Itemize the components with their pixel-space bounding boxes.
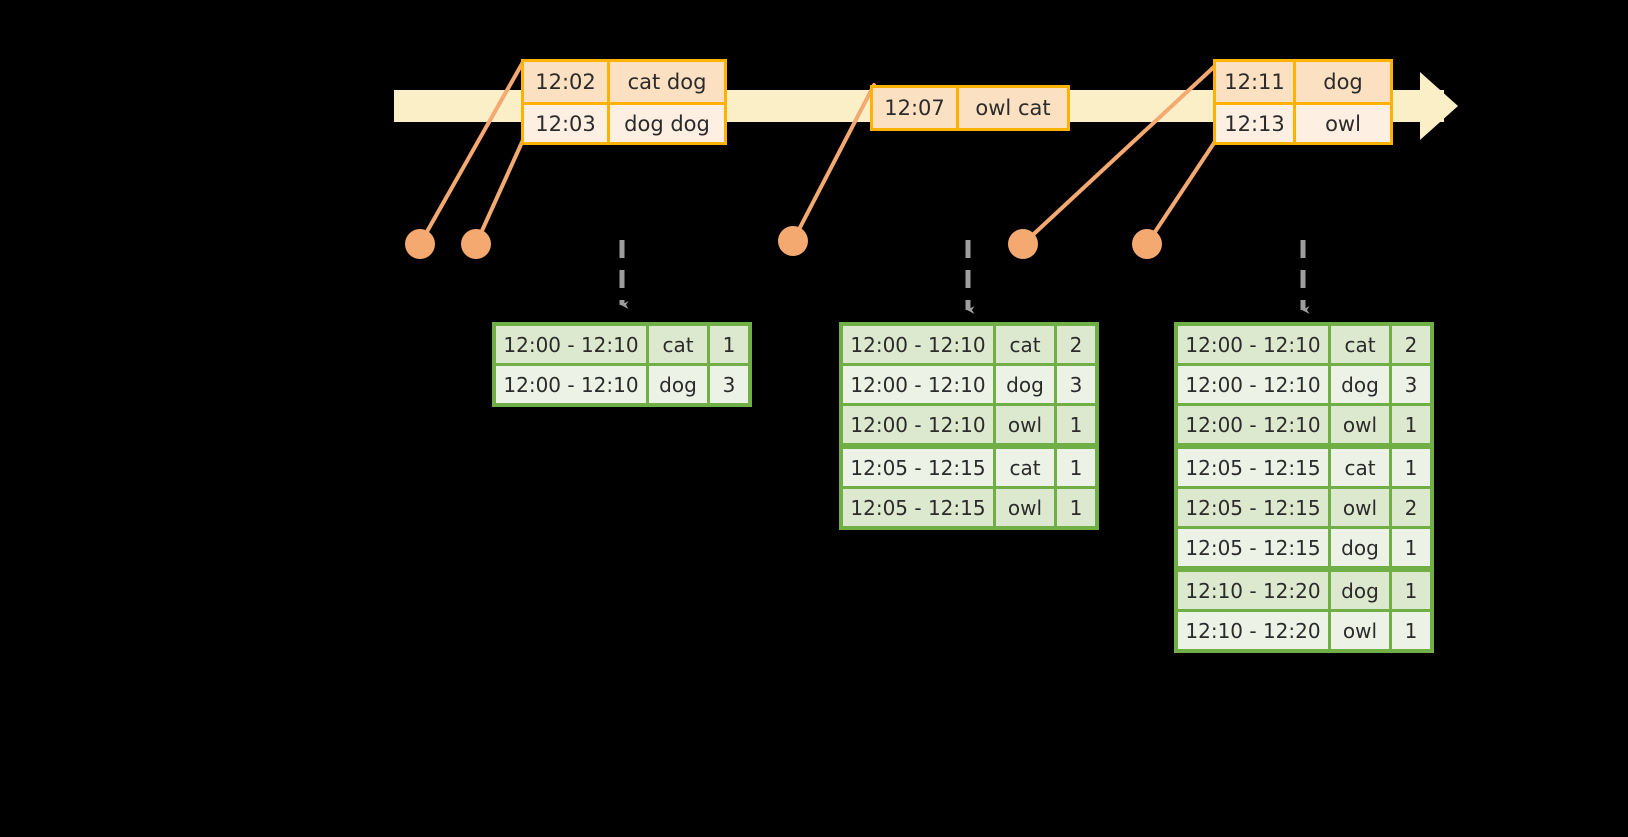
cell-window: 12:00 - 12:10 (496, 326, 646, 363)
event-time: 12:03 (524, 105, 610, 142)
cell-word: owl (996, 406, 1054, 443)
table-row[interactable]: 12:00 - 12:10 dog 3 (1178, 366, 1430, 403)
event-group-2[interactable]: 12:07 owl cat (870, 85, 1070, 131)
event-words: dog (1296, 62, 1390, 102)
event-words: cat dog (610, 62, 724, 102)
cell-count: 1 (1392, 406, 1430, 443)
cell-count: 3 (1057, 366, 1095, 403)
event-words: owl (1296, 105, 1390, 142)
event-group-3[interactable]: 12:11 dog 12:13 owl (1213, 59, 1393, 145)
cell-word: owl (1331, 489, 1389, 526)
cell-window: 12:00 - 12:10 (1178, 406, 1328, 443)
connector-dots (405, 226, 1162, 259)
cell-word: cat (1331, 449, 1389, 486)
cell-window: 12:05 - 12:15 (1178, 489, 1328, 526)
connector-dot-3 (778, 226, 808, 256)
event-time: 12:13 (1216, 105, 1296, 142)
event-time: 12:07 (873, 88, 959, 128)
result-table-3[interactable]: 12:00 - 12:10 cat 2 12:00 - 12:10 dog 3 … (1174, 322, 1434, 653)
cell-window: 12:05 - 12:15 (843, 489, 993, 526)
cell-count: 1 (710, 326, 748, 363)
cell-word: dog (1331, 572, 1389, 609)
dashed-arrows (619, 240, 1310, 315)
cell-window: 12:05 - 12:15 (1178, 529, 1328, 566)
table-row[interactable]: 12:05 - 12:15 cat 1 (843, 449, 1095, 486)
event-row[interactable]: 12:07 owl cat (873, 88, 1067, 128)
cell-count: 1 (1392, 572, 1430, 609)
cell-window: 12:00 - 12:10 (843, 366, 993, 403)
cell-word: owl (996, 489, 1054, 526)
table-row[interactable]: 12:00 - 12:10 owl 1 (843, 406, 1095, 443)
cell-window: 12:00 - 12:10 (843, 406, 993, 443)
cell-count: 2 (1392, 489, 1430, 526)
result-table-2[interactable]: 12:00 - 12:10 cat 2 12:00 - 12:10 dog 3 … (839, 322, 1099, 530)
cell-word: cat (649, 326, 707, 363)
table-row[interactable]: 12:00 - 12:10 cat 1 (496, 326, 748, 363)
event-row[interactable]: 12:03 dog dog (524, 102, 724, 142)
event-time: 12:11 (1216, 62, 1296, 102)
table-row[interactable]: 12:10 - 12:20 dog 1 (1178, 572, 1430, 609)
event-words: owl cat (959, 88, 1067, 128)
table-row[interactable]: 12:00 - 12:10 dog 3 (843, 366, 1095, 403)
cell-window: 12:00 - 12:10 (1178, 326, 1328, 363)
cell-count: 2 (1057, 326, 1095, 363)
cell-count: 1 (1057, 489, 1095, 526)
table-row[interactable]: 12:00 - 12:10 dog 3 (496, 366, 748, 403)
connector-dot-1 (405, 229, 435, 259)
cell-count: 2 (1392, 326, 1430, 363)
table-row[interactable]: 12:00 - 12:10 cat 2 (1178, 326, 1430, 363)
cell-word: dog (996, 366, 1054, 403)
table-row[interactable]: 12:00 - 12:10 cat 2 (843, 326, 1095, 363)
cell-word: cat (996, 326, 1054, 363)
connector-dot-2 (461, 229, 491, 259)
result-table-1[interactable]: 12:00 - 12:10 cat 1 12:00 - 12:10 dog 3 (492, 322, 752, 407)
cell-window: 12:00 - 12:10 (843, 326, 993, 363)
cell-count: 1 (1057, 406, 1095, 443)
cell-count: 3 (710, 366, 748, 403)
cell-count: 1 (1392, 529, 1430, 566)
event-row[interactable]: 12:11 dog (1216, 62, 1390, 102)
table-row[interactable]: 12:05 - 12:15 cat 1 (1178, 449, 1430, 486)
cell-window: 12:05 - 12:15 (1178, 449, 1328, 486)
table-row[interactable]: 12:00 - 12:10 owl 1 (1178, 406, 1430, 443)
cell-count: 1 (1392, 612, 1430, 649)
cell-word: dog (649, 366, 707, 403)
cell-count: 1 (1057, 449, 1095, 486)
cell-word: dog (1331, 529, 1389, 566)
table-row[interactable]: 12:05 - 12:15 dog 1 (1178, 529, 1430, 566)
table-row[interactable]: 12:10 - 12:20 owl 1 (1178, 612, 1430, 649)
cell-word: owl (1331, 612, 1389, 649)
cell-window: 12:00 - 12:10 (1178, 366, 1328, 403)
cell-word: cat (996, 449, 1054, 486)
table-row[interactable]: 12:05 - 12:15 owl 2 (1178, 489, 1430, 526)
connector-dot-5 (1132, 229, 1162, 259)
event-words: dog dog (610, 105, 724, 142)
cell-window: 12:05 - 12:15 (843, 449, 993, 486)
table-row[interactable]: 12:05 - 12:15 owl 1 (843, 489, 1095, 526)
cell-word: dog (1331, 366, 1389, 403)
connector-dot-4 (1008, 229, 1038, 259)
cell-word: owl (1331, 406, 1389, 443)
cell-window: 12:10 - 12:20 (1178, 612, 1328, 649)
cell-window: 12:00 - 12:10 (496, 366, 646, 403)
event-row[interactable]: 12:13 owl (1216, 102, 1390, 142)
cell-window: 12:10 - 12:20 (1178, 572, 1328, 609)
event-group-1[interactable]: 12:02 cat dog 12:03 dog dog (521, 59, 727, 145)
cell-word: cat (1331, 326, 1389, 363)
event-time: 12:02 (524, 62, 610, 102)
cell-count: 3 (1392, 366, 1430, 403)
event-row[interactable]: 12:02 cat dog (524, 62, 724, 102)
cell-count: 1 (1392, 449, 1430, 486)
